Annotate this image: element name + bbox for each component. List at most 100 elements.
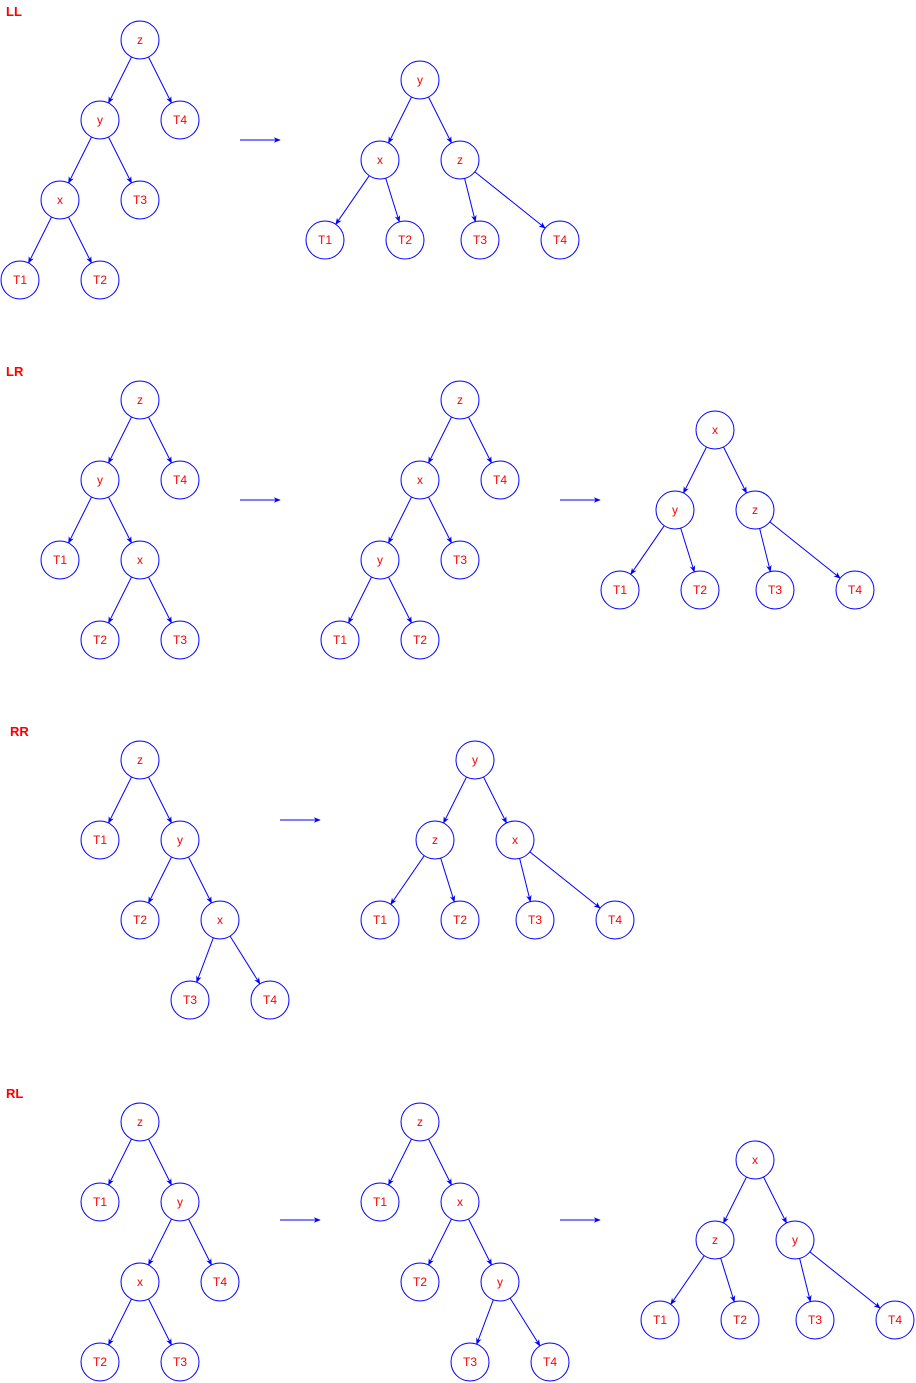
node-label: T2 xyxy=(93,1355,107,1369)
node-circle xyxy=(160,1342,200,1382)
tree-node-t3: T3 xyxy=(160,620,200,660)
node-circle xyxy=(515,900,555,940)
edge-x-to-t3 xyxy=(196,937,214,983)
node-label: z xyxy=(137,393,143,407)
tree-node-t4: T4 xyxy=(480,460,520,500)
node-circle xyxy=(440,140,480,180)
tree-node-y: y xyxy=(655,490,695,530)
edge-y-to-t1 xyxy=(68,496,92,544)
node-circle xyxy=(40,540,80,580)
edge-x-to-t3 xyxy=(148,576,172,624)
tree-node-t4: T4 xyxy=(160,460,200,500)
tree-node-t4: T4 xyxy=(875,1300,915,1340)
tree-node-t3: T3 xyxy=(460,220,500,260)
node-circle xyxy=(360,540,400,580)
node-circle xyxy=(540,220,580,260)
node-circle xyxy=(875,1300,915,1340)
node-circle xyxy=(680,570,720,610)
edge-z-to-t4 xyxy=(148,416,172,464)
edge-y-to-t4 xyxy=(188,1218,212,1266)
edge-z-to-t4 xyxy=(474,171,546,229)
tree-node-z: z xyxy=(735,490,775,530)
edge-x-to-t1 xyxy=(335,175,370,225)
edge-z-to-t2 xyxy=(440,857,456,903)
edge-x-to-y xyxy=(763,1176,787,1224)
node-label: x xyxy=(512,833,518,847)
edge-y-to-z xyxy=(443,776,467,824)
node-label: T2 xyxy=(733,1313,747,1327)
tree-node-t2: T2 xyxy=(385,220,425,260)
edge-z-to-x xyxy=(428,1138,452,1186)
node-label: T3 xyxy=(133,193,147,207)
node-label: T3 xyxy=(808,1313,822,1327)
tree-node-t3: T3 xyxy=(170,980,210,1020)
edge-x-to-z xyxy=(723,446,747,494)
tree-node-t4: T4 xyxy=(250,980,290,1020)
node-circle xyxy=(120,540,160,580)
node-label: T3 xyxy=(528,913,542,927)
node-label: T3 xyxy=(183,993,197,1007)
node-label: z xyxy=(137,1115,143,1129)
node-label: x xyxy=(417,473,423,487)
tree-node-t2: T2 xyxy=(400,620,440,660)
tree-node-x: x xyxy=(695,410,735,450)
node-label: y xyxy=(417,73,423,87)
tree-node-t4: T4 xyxy=(200,1262,240,1302)
edge-z-to-t1 xyxy=(108,776,132,824)
node-label: T1 xyxy=(93,833,107,847)
node-label: T3 xyxy=(173,633,187,647)
node-label: T4 xyxy=(493,473,507,487)
node-label: T1 xyxy=(53,553,67,567)
edge-y-to-x xyxy=(68,136,92,184)
edge-z-to-t4 xyxy=(769,521,841,579)
edge-z-to-t1 xyxy=(388,1138,412,1186)
tree-edges xyxy=(28,56,881,1347)
node-label: z xyxy=(712,1233,718,1247)
node-label: T2 xyxy=(693,583,707,597)
edge-x-to-t4 xyxy=(529,851,601,909)
tree-node-x: x xyxy=(120,540,160,580)
edge-x-to-t4 xyxy=(229,935,261,985)
node-circle xyxy=(835,570,875,610)
transition-arrows xyxy=(240,137,601,1223)
node-label: T1 xyxy=(93,1195,107,1209)
node-label: T1 xyxy=(613,583,627,597)
node-circle xyxy=(735,490,775,530)
edge-z-to-t1 xyxy=(108,1138,132,1186)
tree-node-z: z xyxy=(415,820,455,860)
tree-node-y: y xyxy=(160,820,200,860)
node-circle xyxy=(640,1300,680,1340)
tree-node-y: y xyxy=(80,460,120,500)
edge-y-to-x xyxy=(188,856,212,904)
edge-x-to-t3 xyxy=(519,858,532,903)
edge-x-to-t1 xyxy=(28,216,52,264)
node-circle xyxy=(450,1342,490,1382)
node-circle xyxy=(360,900,400,940)
node-label: T3 xyxy=(768,583,782,597)
node-label: T3 xyxy=(173,1355,187,1369)
node-circle xyxy=(160,100,200,140)
tree-node-t2: T2 xyxy=(400,1262,440,1302)
tree-node-t4: T4 xyxy=(540,220,580,260)
edge-x-to-t3 xyxy=(148,1298,172,1346)
node-label: T4 xyxy=(173,473,187,487)
section-label-lr: LR xyxy=(6,364,24,379)
tree-node-t2: T2 xyxy=(720,1300,760,1340)
tree-node-z: z xyxy=(695,1220,735,1260)
edge-z-to-y xyxy=(108,56,132,104)
node-label: y xyxy=(497,1275,503,1289)
tree-node-t1: T1 xyxy=(40,540,80,580)
tree-node-t3: T3 xyxy=(160,1342,200,1382)
node-circle xyxy=(80,1342,120,1382)
edge-x-to-z xyxy=(723,1176,747,1224)
node-circle xyxy=(120,900,160,940)
node-circle xyxy=(120,1102,160,1142)
node-circle xyxy=(595,900,635,940)
tree-node-z: z xyxy=(440,380,480,420)
edge-x-to-y xyxy=(468,1218,492,1266)
node-label: y xyxy=(792,1233,798,1247)
tree-node-t4: T4 xyxy=(595,900,635,940)
tree-node-y: y xyxy=(80,100,120,140)
tree-node-t1: T1 xyxy=(80,1182,120,1222)
